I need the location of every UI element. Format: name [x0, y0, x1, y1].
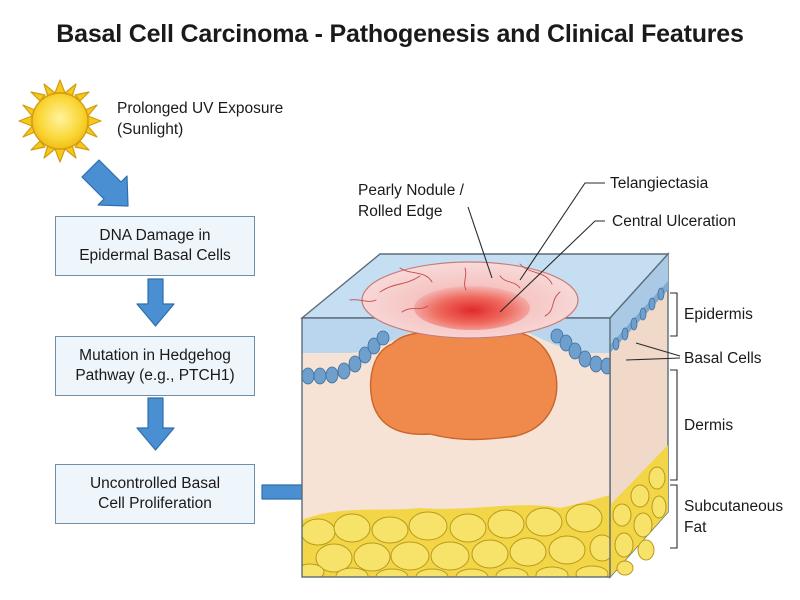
step2-line1: Mutation in Hedgehog	[79, 347, 231, 364]
uv-label-line1: Prolonged UV Exposure	[117, 100, 284, 117]
subcut-line2: Fat	[684, 519, 707, 536]
bracket-epidermis	[670, 292, 678, 337]
step2-line2: Pathway (e.g., PTCH1)	[75, 367, 235, 384]
label-dermis: Dermis	[684, 417, 734, 434]
leader-ulceration	[499, 220, 605, 313]
step1-line2: Epidermal Basal Cells	[79, 247, 231, 264]
label-basal-cells: Basal Cells	[684, 350, 762, 367]
step-proliferation: Uncontrolled Basal Cell Proliferation	[55, 464, 255, 524]
uv-label-line2: (Sunlight)	[117, 121, 184, 138]
leader-basal-cells-1	[635, 342, 681, 357]
label-telangiectasia: Telangiectasia	[610, 175, 709, 192]
step-dna-damage: DNA Damage in Epidermal Basal Cells	[55, 216, 255, 276]
step-hedgehog-mutation: Mutation in Hedgehog Pathway (e.g., PTCH…	[55, 336, 255, 396]
flow-arrow-2	[136, 278, 175, 327]
leader-pearly-nodule	[467, 206, 493, 279]
uv-exposure-label: Prolonged UV Exposure (Sunlight)	[117, 98, 283, 140]
label-epidermis: Epidermis	[684, 306, 753, 323]
leader-basal-cells-2	[625, 357, 681, 361]
bracket-subcutaneous	[670, 484, 678, 549]
bracket-dermis	[670, 369, 678, 481]
leader-telangiectasia	[519, 182, 605, 281]
pearly-line1: Pearly Nodule /	[358, 182, 464, 199]
label-central-ulceration: Central Ulceration	[612, 213, 737, 230]
flow-arrow-3	[136, 397, 175, 451]
subcut-line1: Subcutaneous	[684, 498, 784, 515]
skin-cross-section	[300, 252, 670, 579]
step3-line2: Cell Proliferation	[98, 495, 212, 512]
step1-line1: DNA Damage in	[99, 227, 211, 244]
step3-line1: Uncontrolled Basal	[89, 475, 221, 492]
pearly-line2: Rolled Edge	[358, 203, 443, 220]
sun-icon	[18, 79, 102, 163]
label-subcutaneous-fat: Subcutaneous Fat	[684, 496, 783, 538]
label-pearly-nodule: Pearly Nodule / Rolled Edge	[358, 180, 464, 222]
page-title: Basal Cell Carcinoma - Pathogenesis and …	[56, 20, 744, 48]
flow-arrow-1	[81, 159, 129, 207]
